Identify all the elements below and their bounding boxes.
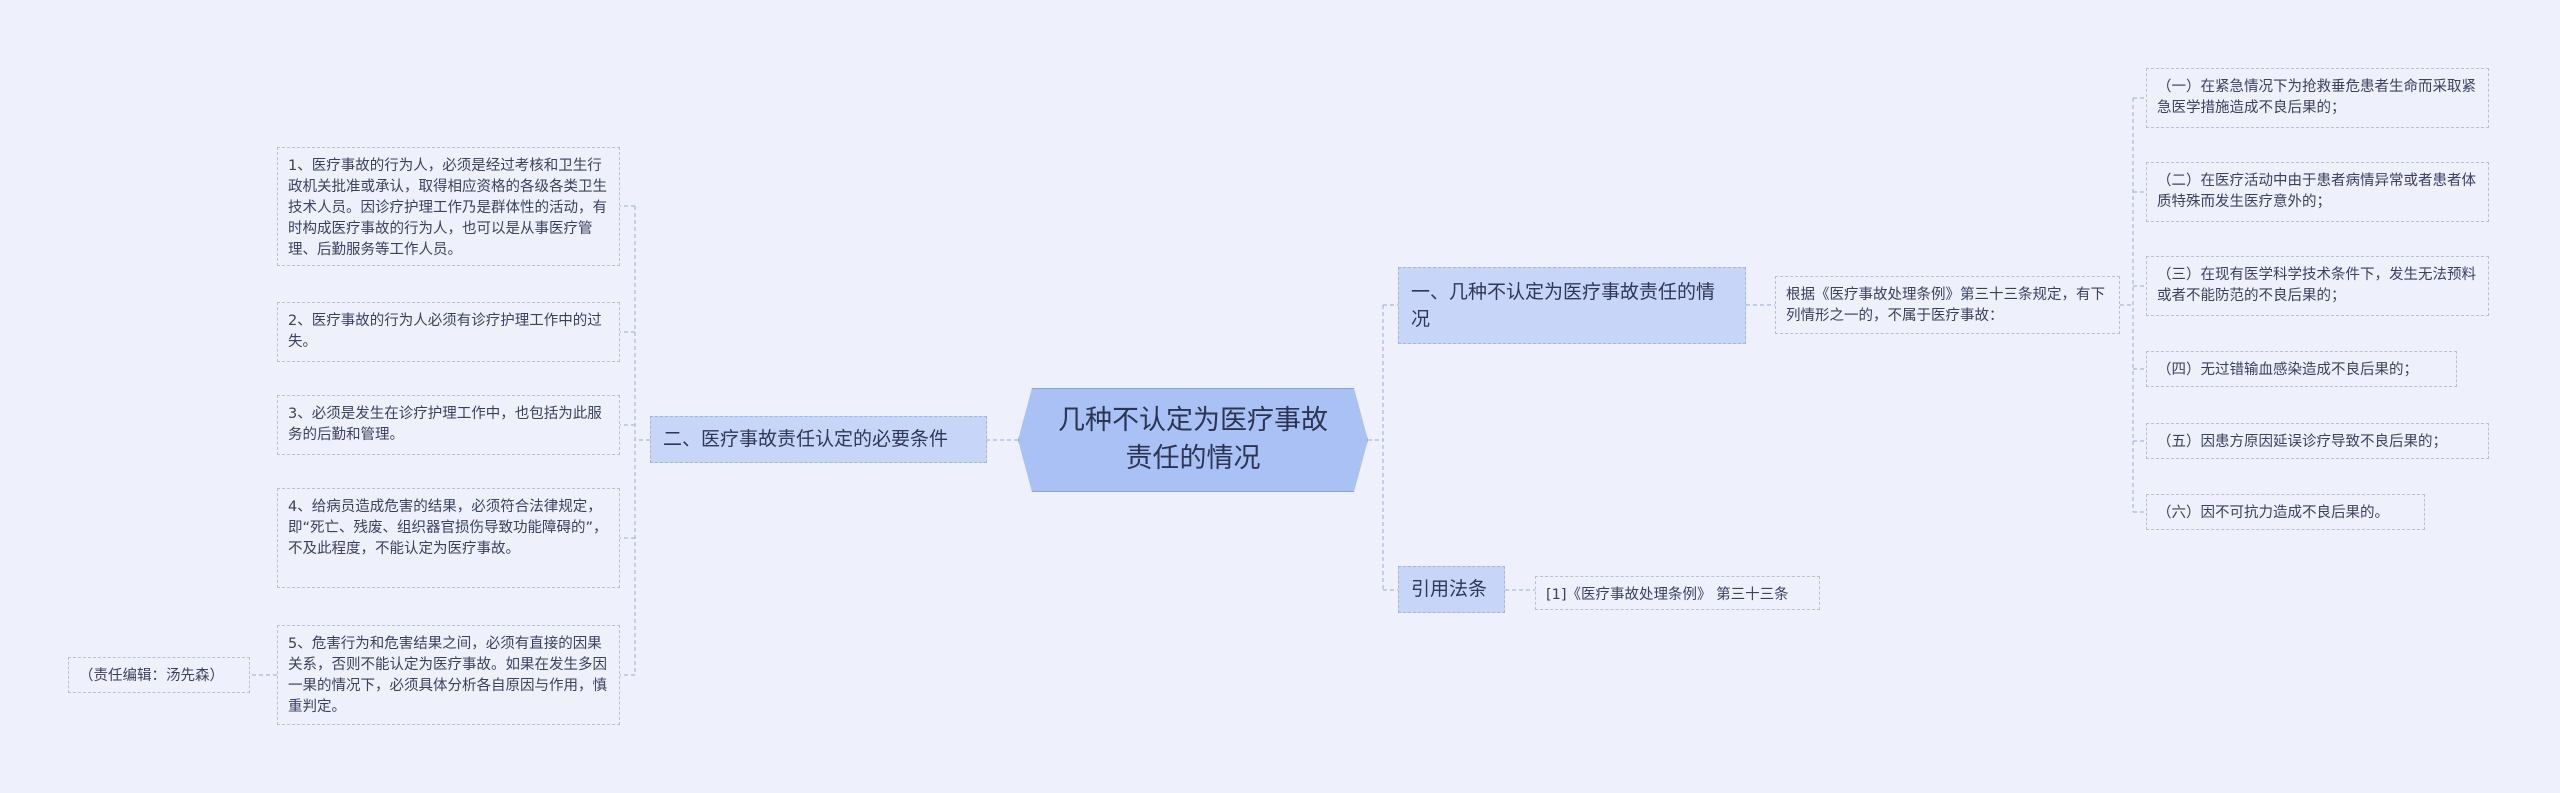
condition-item-3[interactable]: 3、必须是发生在诊疗护理工作中，也包括为此服务的后勤和管理。 [277, 395, 620, 455]
condition-item-2[interactable]: 2、医疗事故的行为人必须有诊疗护理工作中的过失。 [277, 302, 620, 362]
situation-case-1[interactable]: （一）在紧急情况下为抢救垂危患者生命而采取紧急医学措施造成不良后果的； [2146, 68, 2489, 128]
condition-item-4[interactable]: 4、给病员造成危害的结果，必须符合法律规定，即“死亡、残废、组织器官损伤导致功能… [277, 488, 620, 588]
situation-case-2[interactable]: （二）在医疗活动中由于患者病情异常或者患者体质特殊而发生医疗意外的； [2146, 162, 2489, 222]
situations-intro[interactable]: 根据《医疗事故处理条例》第三十三条规定，有下列情形之一的，不属于医疗事故： [1775, 276, 2120, 334]
branch-situations[interactable]: 一、几种不认定为医疗事故责任的情况 [1398, 267, 1746, 344]
situation-case-3[interactable]: （三）在现有医学科学技术条件下，发生无法预料或者不能防范的不良后果的； [2146, 256, 2489, 316]
condition-item-5[interactable]: 5、危害行为和危害结果之间，必须有直接的因果关系，否则不能认定为医疗事故。如果在… [277, 625, 620, 725]
root-topic[interactable]: 几种不认定为医疗事故责任的情况 [1018, 388, 1368, 492]
editor-note[interactable]: （责任编辑：汤先森） [68, 657, 250, 693]
branch-references[interactable]: 引用法条 [1398, 566, 1505, 613]
condition-item-1[interactable]: 1、医疗事故的行为人，必须是经过考核和卫生行政机关批准或承认，取得相应资格的各级… [277, 147, 620, 266]
situation-case-4[interactable]: （四）无过错输血感染造成不良后果的； [2146, 351, 2457, 387]
situation-case-5[interactable]: （五）因患方原因延误诊疗导致不良后果的； [2146, 423, 2489, 459]
reference-item-1[interactable]: [1]《医疗事故处理条例》 第三十三条 [1535, 576, 1820, 610]
situation-case-6[interactable]: （六）因不可抗力造成不良后果的。 [2146, 494, 2425, 530]
branch-conditions[interactable]: 二、医疗事故责任认定的必要条件 [650, 416, 987, 463]
